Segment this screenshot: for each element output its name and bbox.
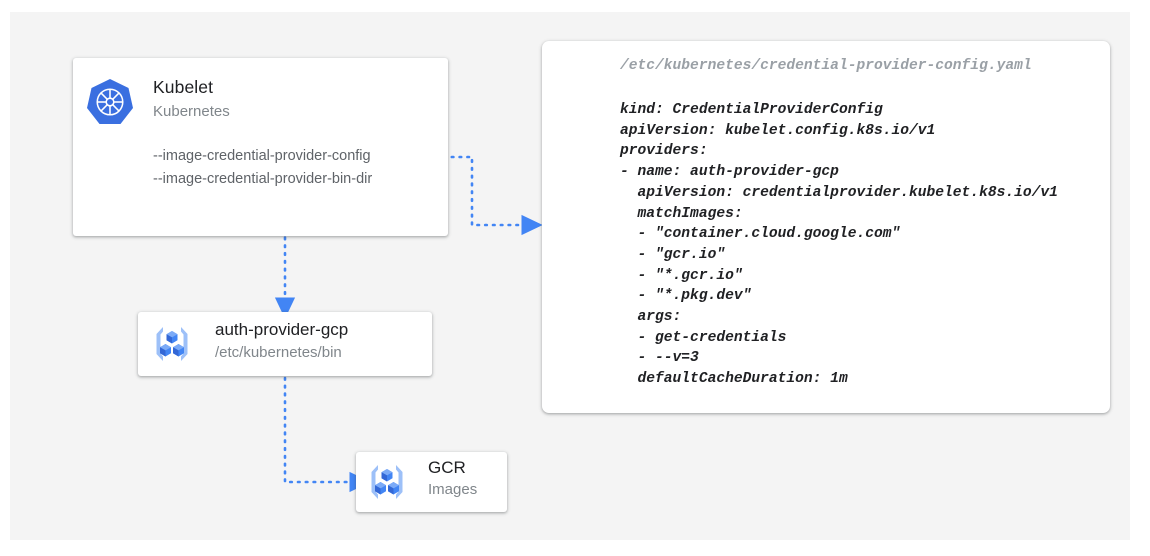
credential-provider-config-panel[interactable]: /etc/kubernetes/credential-provider-conf… (542, 41, 1110, 413)
gcp-container-registry-icon (151, 324, 193, 364)
auth-provider-gcp-card[interactable]: auth-provider-gcp /etc/kubernetes/bin (138, 312, 432, 376)
gcp-container-registry-icon (366, 462, 408, 502)
yaml-content: kind: CredentialProviderConfig apiVersio… (620, 102, 1058, 388)
kubelet-card-subtitle: Kubernetes (153, 103, 230, 120)
kubelet-card-title: Kubelet (153, 77, 214, 97)
kubelet-flag-config: --image-credential-provider-config (153, 148, 371, 164)
yaml-file-path: /etc/kubernetes/credential-provider-conf… (620, 58, 1032, 74)
kubernetes-icon (85, 77, 135, 127)
kubelet-card[interactable]: Kubelet Kubernetes --image-credential-pr… (73, 58, 448, 236)
gcr-card-subtitle: Images (428, 481, 478, 498)
gcr-card[interactable]: GCR Images (356, 452, 507, 512)
auth-provider-gcp-title: auth-provider-gcp (215, 320, 349, 339)
auth-provider-gcp-subtitle: /etc/kubernetes/bin (215, 344, 342, 361)
gcr-card-title: GCR (428, 458, 466, 477)
kubelet-flag-bin-dir: --image-credential-provider-bin-dir (153, 171, 373, 187)
